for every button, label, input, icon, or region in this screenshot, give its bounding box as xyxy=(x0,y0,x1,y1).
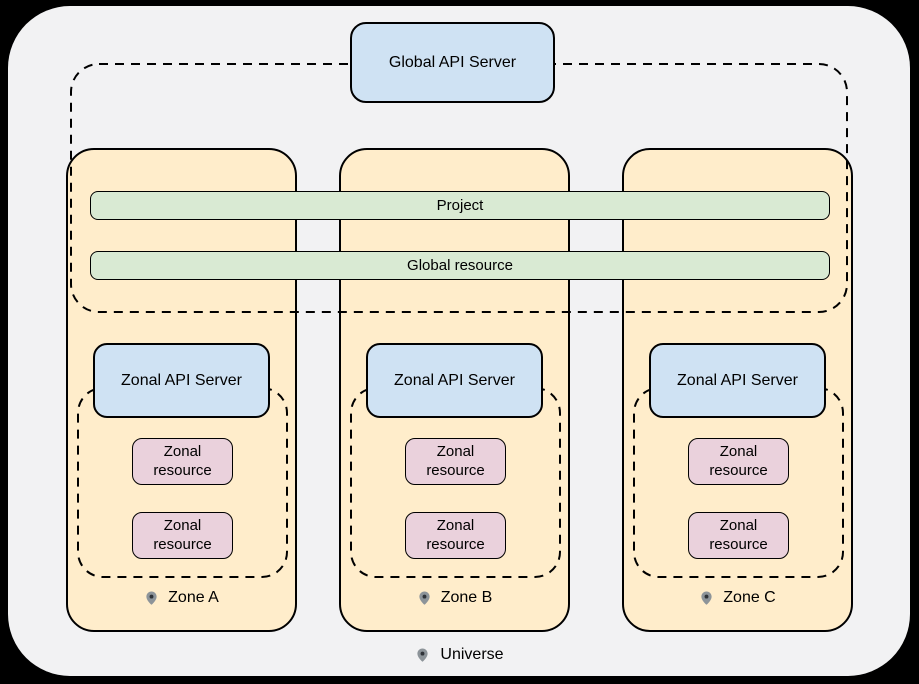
location-pin-icon xyxy=(417,648,429,662)
zonal-api-server-node: Zonal API Server xyxy=(93,343,270,418)
zonal-resource-node: Zonal resource xyxy=(688,438,789,485)
location-pin-icon xyxy=(146,591,157,605)
zone-container-a: Zonal API Server Zonal resource Zonal re… xyxy=(66,148,297,632)
global-resource-bar: Global resource xyxy=(90,251,830,280)
zone-label: Zone B xyxy=(440,589,493,606)
zone-scope-dashed-boundary xyxy=(77,387,288,578)
universe-label-row: Universe xyxy=(0,645,919,665)
zone-label-row: Zone A xyxy=(68,588,295,608)
zonal-resource-node: Zonal resource xyxy=(405,438,506,485)
zone-scope-dashed-boundary xyxy=(633,387,844,578)
zone-label: Zone C xyxy=(723,589,776,606)
zonal-api-server-node: Zonal API Server xyxy=(649,343,826,418)
universe-label: Universe xyxy=(440,646,504,663)
location-pin-icon xyxy=(419,591,430,605)
zonal-api-server-node: Zonal API Server xyxy=(366,343,543,418)
zone-container-b: Zonal API Server Zonal resource Zonal re… xyxy=(339,148,570,632)
zone-scope-dashed-boundary xyxy=(350,387,561,578)
zonal-resource-node: Zonal resource xyxy=(132,438,233,485)
zone-container-c: Zonal API Server Zonal resource Zonal re… xyxy=(622,148,853,632)
global-api-server-node: Global API Server xyxy=(350,22,555,103)
zone-label: Zone A xyxy=(168,589,219,606)
zonal-resource-node: Zonal resource xyxy=(405,512,506,559)
project-bar: Project xyxy=(90,191,830,220)
zonal-resource-node: Zonal resource xyxy=(132,512,233,559)
location-pin-icon xyxy=(701,591,712,605)
zone-label-row: Zone B xyxy=(341,588,568,608)
zonal-resource-node: Zonal resource xyxy=(688,512,789,559)
zone-label-row: Zone C xyxy=(624,588,851,608)
